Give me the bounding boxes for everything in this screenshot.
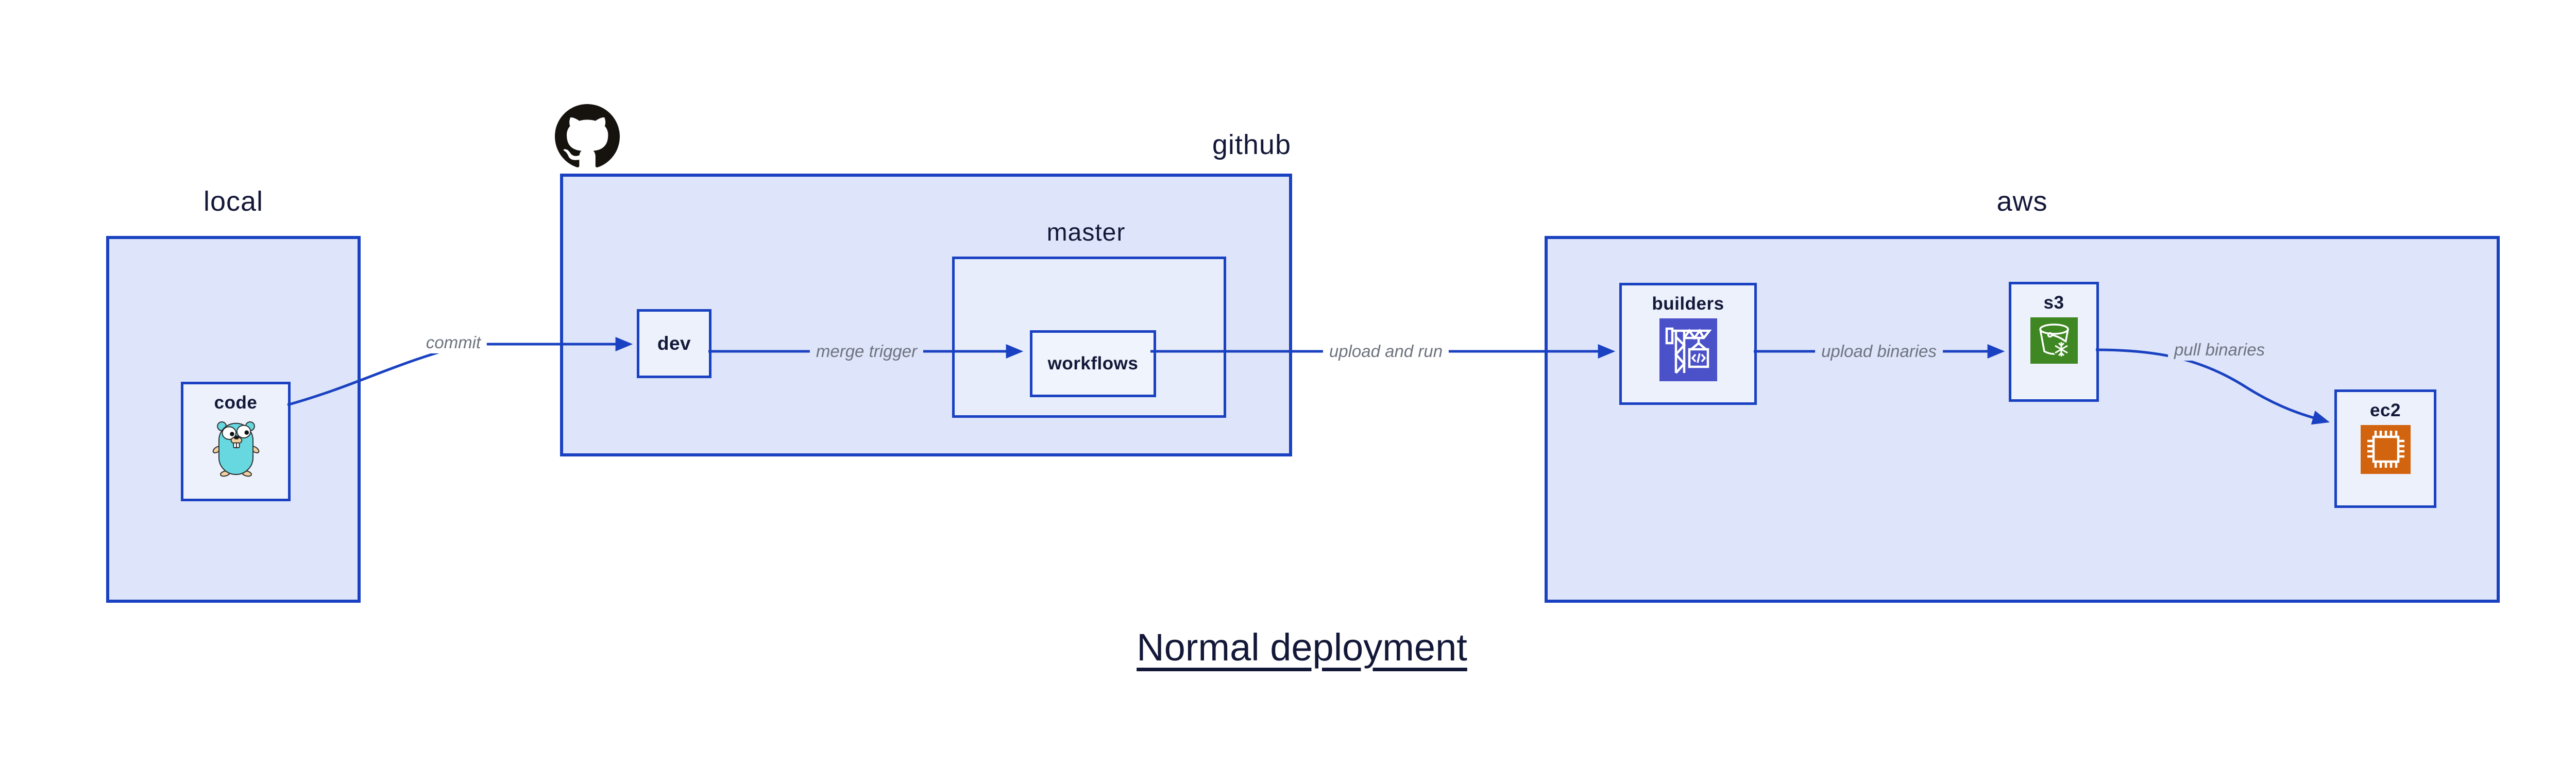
ec2-chip-icon: [2360, 425, 2411, 474]
node-code-label: code: [214, 393, 258, 413]
master-branch-box: workflows: [952, 257, 1226, 418]
aws-container-box: builders: [1545, 236, 2500, 603]
codebuild-crane-icon: [1659, 318, 1717, 381]
edge-label-upload-binaries: upload binaries: [1815, 341, 1943, 362]
node-dev: dev: [637, 309, 711, 378]
edge-label-pull-binaries: pull binaries: [2167, 339, 2272, 361]
node-s3: s3: [2009, 282, 2099, 402]
master-branch-label: master: [1046, 219, 1126, 246]
node-ec2: ec2: [2334, 389, 2436, 508]
github-container-label: github: [1212, 129, 1291, 160]
local-container-label: local: [203, 186, 264, 217]
github-octocat-icon: [555, 104, 620, 169]
node-workflows: workflows: [1030, 330, 1156, 397]
diagram-title: Normal deployment: [1137, 626, 1467, 669]
aws-container-label: aws: [1996, 186, 2048, 217]
go-gopher-icon: [209, 417, 263, 478]
local-container-box: code: [106, 236, 361, 603]
edge-label-commit: commit: [419, 332, 487, 353]
node-ec2-label: ec2: [2370, 400, 2401, 420]
github-container-box: dev workflows: [560, 174, 1292, 456]
node-builders: builders: [1619, 283, 1757, 405]
node-workflows-label: workflows: [1047, 353, 1139, 373]
node-dev-label: dev: [657, 333, 691, 354]
edge-label-merge-trigger: merge trigger: [809, 341, 924, 362]
node-code: code: [181, 382, 291, 501]
edge-label-upload-and-run: upload and run: [1323, 341, 1449, 362]
node-s3-label: s3: [2043, 293, 2064, 313]
node-builders-label: builders: [1652, 294, 1724, 314]
s3-glacier-bucket-icon: [2030, 317, 2078, 364]
